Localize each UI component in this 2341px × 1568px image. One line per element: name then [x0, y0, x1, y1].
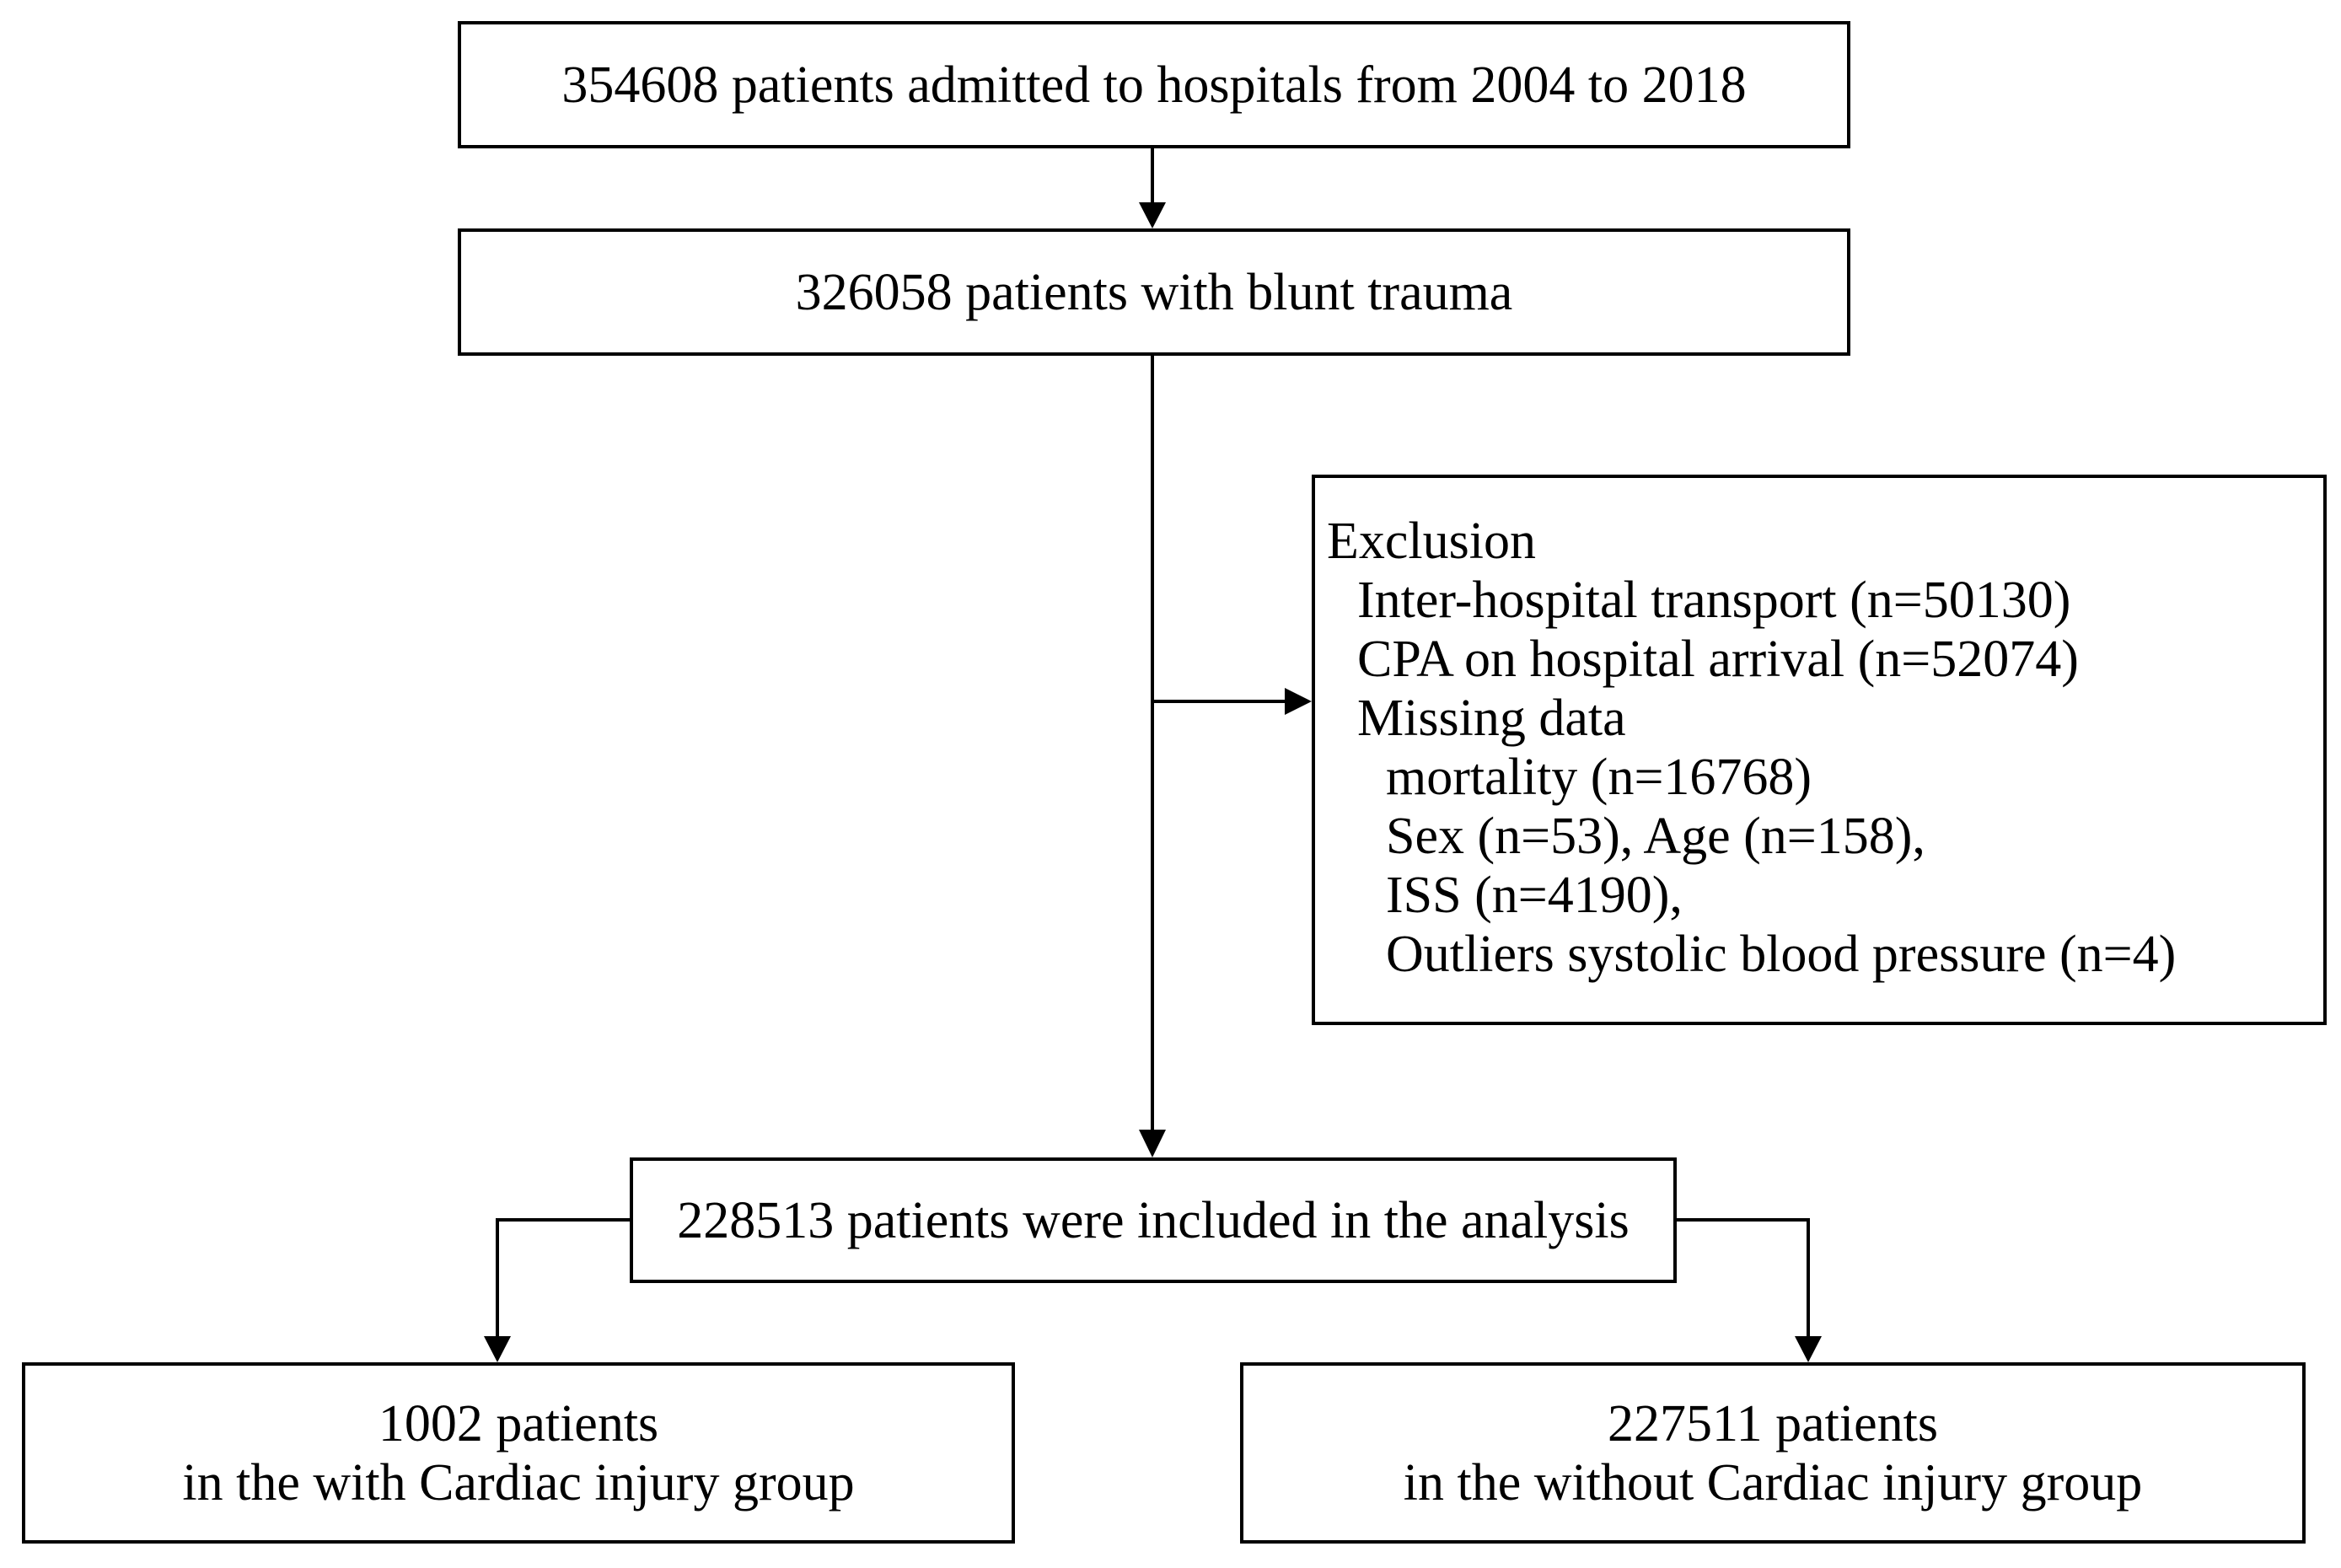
missing-item-mortality: mortality (n=16768): [1386, 749, 1812, 806]
arrowhead-included: [1139, 1130, 1166, 1157]
with-group-count: 1002 patients: [378, 1394, 659, 1453]
without-group-count: 227511 patients: [1607, 1394, 1939, 1453]
arrowhead-with: [484, 1336, 511, 1362]
exclusion-item-cpa: CPA on hospital arrival (n=52074): [1357, 631, 2079, 688]
blunt-trauma-text: 326058 patients with blunt trauma: [795, 263, 1513, 321]
arrow-included-to-without: [1677, 1218, 1810, 1336]
exclusion-title: Exclusion: [1327, 513, 1536, 570]
exclusion-box: Exclusion Inter-hospital transport (n=50…: [1312, 475, 2327, 1025]
admitted-patients-box: 354608 patients admitted to hospitals fr…: [458, 21, 1850, 148]
arrow-included-to-with: [496, 1218, 630, 1336]
admitted-patients-text: 354608 patients admitted to hospitals fr…: [561, 56, 1747, 114]
blunt-trauma-box: 326058 patients with blunt trauma: [458, 228, 1850, 356]
arrowhead-blunt: [1139, 202, 1166, 228]
without-cardiac-injury-box: 227511 patients in the without Cardiac i…: [1240, 1362, 2306, 1544]
with-cardiac-injury-box: 1002 patients in the with Cardiac injury…: [22, 1362, 1015, 1544]
arrowhead-exclusion: [1285, 688, 1312, 715]
exclusion-item-missing-data: Missing data: [1357, 690, 1626, 747]
with-group-label: in the with Cardiac injury group: [182, 1453, 855, 1512]
exclusion-item-transport: Inter-hospital transport (n=50130): [1357, 572, 2071, 629]
included-analysis-text: 228513 patients were included in the ana…: [677, 1191, 1630, 1249]
arrowhead-without: [1795, 1336, 1822, 1362]
included-analysis-box: 228513 patients were included in the ana…: [630, 1157, 1677, 1283]
missing-item-sex-age: Sex (n=53), Age (n=158),: [1386, 808, 1925, 865]
without-group-label: in the without Cardiac injury group: [1403, 1453, 2143, 1512]
missing-item-outliers: Outliers systolic blood pressure (n=4): [1386, 926, 2177, 983]
missing-item-iss: ISS (n=4190),: [1386, 867, 1683, 924]
